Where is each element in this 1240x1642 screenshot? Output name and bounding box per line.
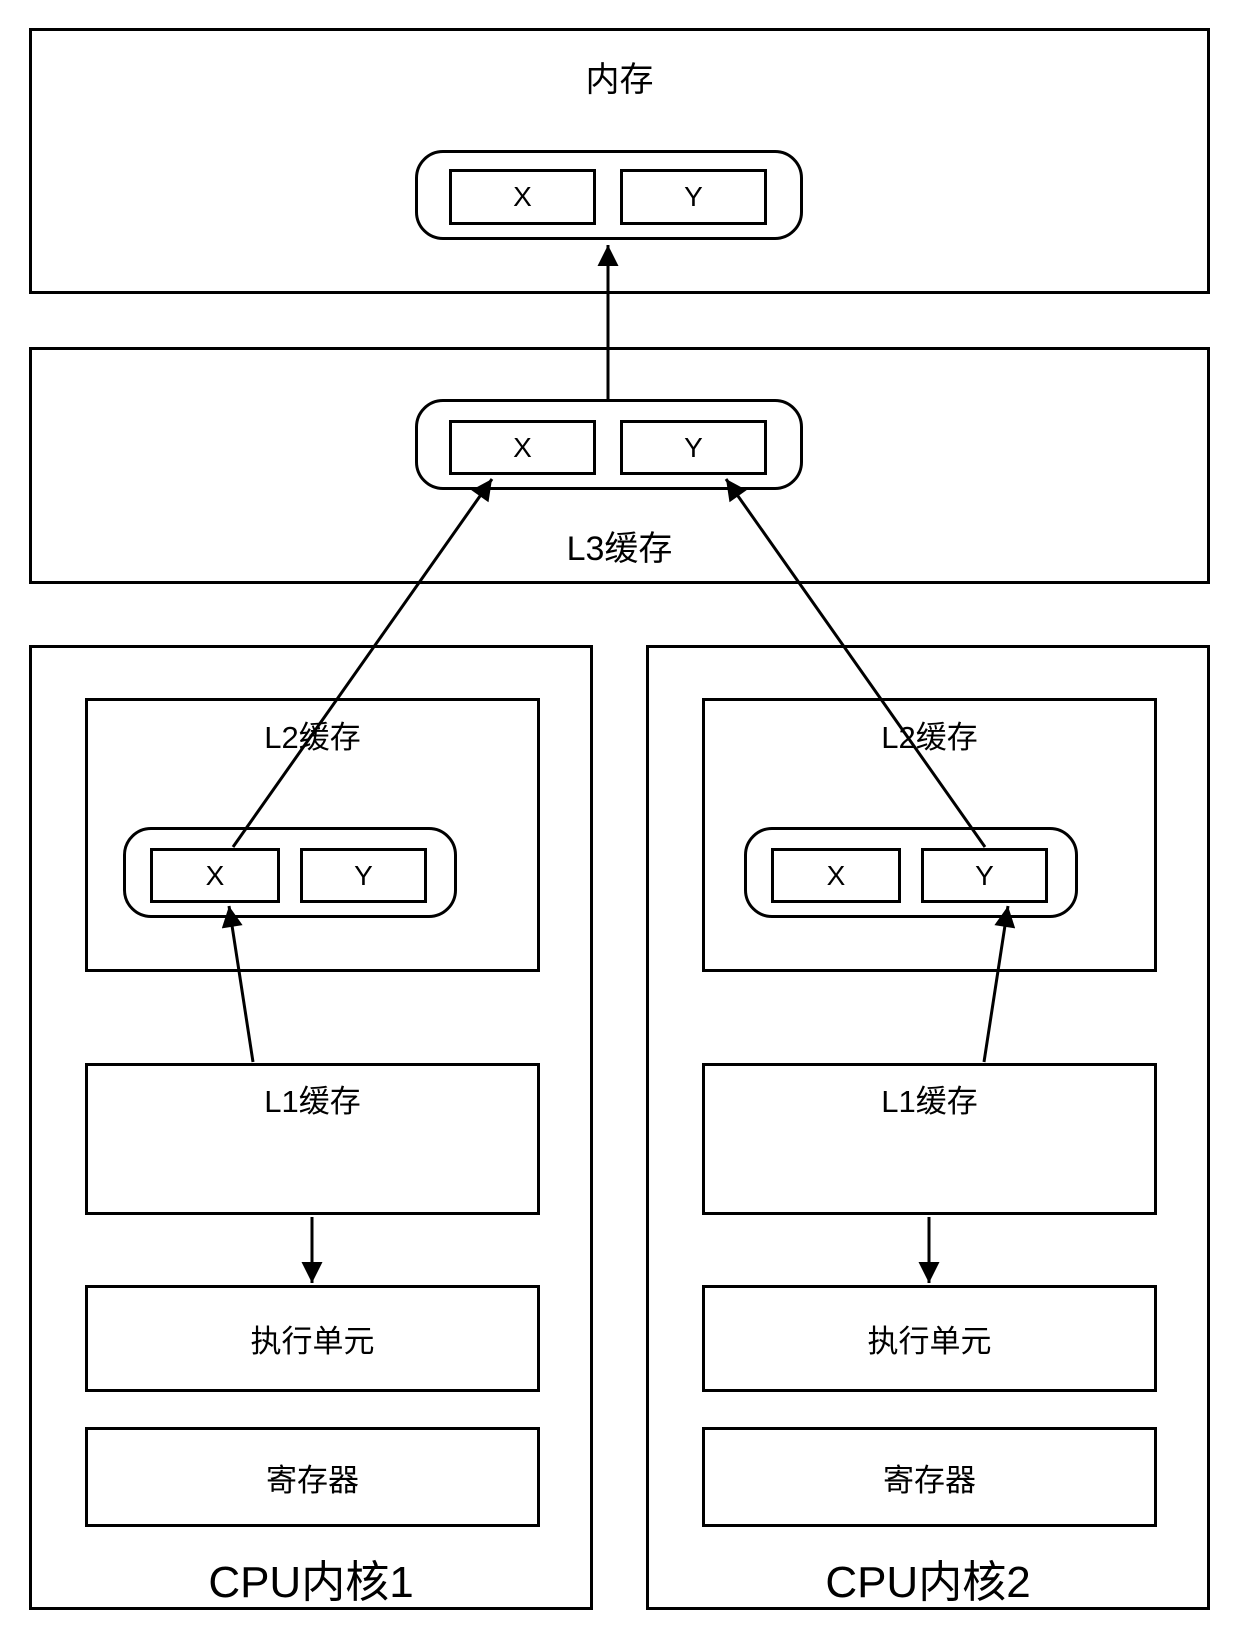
core2-l2-slot-y: Y <box>921 848 1048 903</box>
core2-registers-box: 寄存器 <box>702 1427 1157 1527</box>
core2-l2-cache-title: L2缓存 <box>881 720 978 755</box>
memory-slot-y: Y <box>620 169 767 225</box>
core1-exec-unit-box: 执行单元 <box>85 1285 540 1392</box>
memory-title: 内存 <box>585 61 654 99</box>
core1-l2-slot-y: Y <box>300 848 427 903</box>
memory-box <box>29 28 1210 294</box>
core1-l1-cache-box <box>85 1063 540 1215</box>
core1-l1-cache-title: L1缓存 <box>264 1084 361 1119</box>
core2-title: CPU内核2 <box>825 1558 1031 1607</box>
l3-slot-y: Y <box>620 420 767 475</box>
core2-l1-cache-title: L1缓存 <box>881 1084 978 1119</box>
l3-cache-box <box>29 347 1210 584</box>
core2-exec-unit-box: 执行单元 <box>702 1285 1157 1392</box>
core1-l2-slot-x: X <box>150 848 280 903</box>
core2-l1-cache-box <box>702 1063 1157 1215</box>
core1-registers-box: 寄存器 <box>85 1427 540 1527</box>
core1-l2-cache-title: L2缓存 <box>264 720 361 755</box>
l3-slot-x: X <box>449 420 596 475</box>
l3-cache-title: L3缓存 <box>566 530 673 568</box>
memory-slot-x: X <box>449 169 596 225</box>
core2-l2-slot-x: X <box>771 848 901 903</box>
core1-title: CPU内核1 <box>208 1558 414 1607</box>
